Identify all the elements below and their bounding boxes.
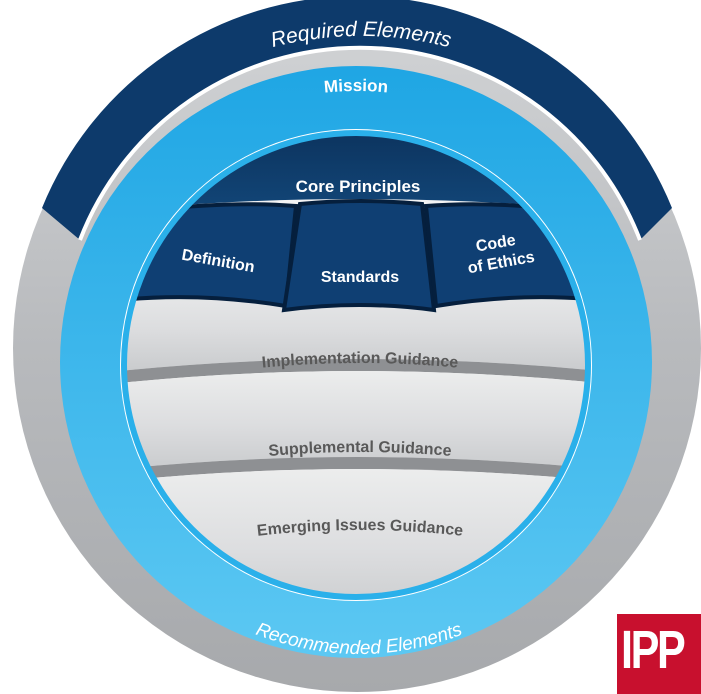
supplemental-band: [124, 371, 588, 470]
supplemental-guidance-label: Supplemental Guidance: [268, 439, 452, 460]
mission-label: Mission: [323, 76, 389, 97]
ipp-logo: IPP: [617, 614, 701, 694]
emerging-issues-guidance-label: Emerging Issues Guidance: [256, 517, 464, 540]
pillar-standards-label: Standards: [321, 269, 399, 286]
implementation-guidance-label: Implementation Guidance: [261, 350, 459, 372]
pillar-code-label-line1: Code: [475, 232, 517, 256]
core-principles-band: [124, 133, 588, 212]
outer-ring-required: [42, 0, 672, 240]
core-principles-label: Core Principles: [296, 177, 421, 196]
ipp-logo-text: IPP: [621, 620, 686, 680]
pillar-standards: [281, 199, 437, 313]
required-separator: [78, 45, 642, 241]
